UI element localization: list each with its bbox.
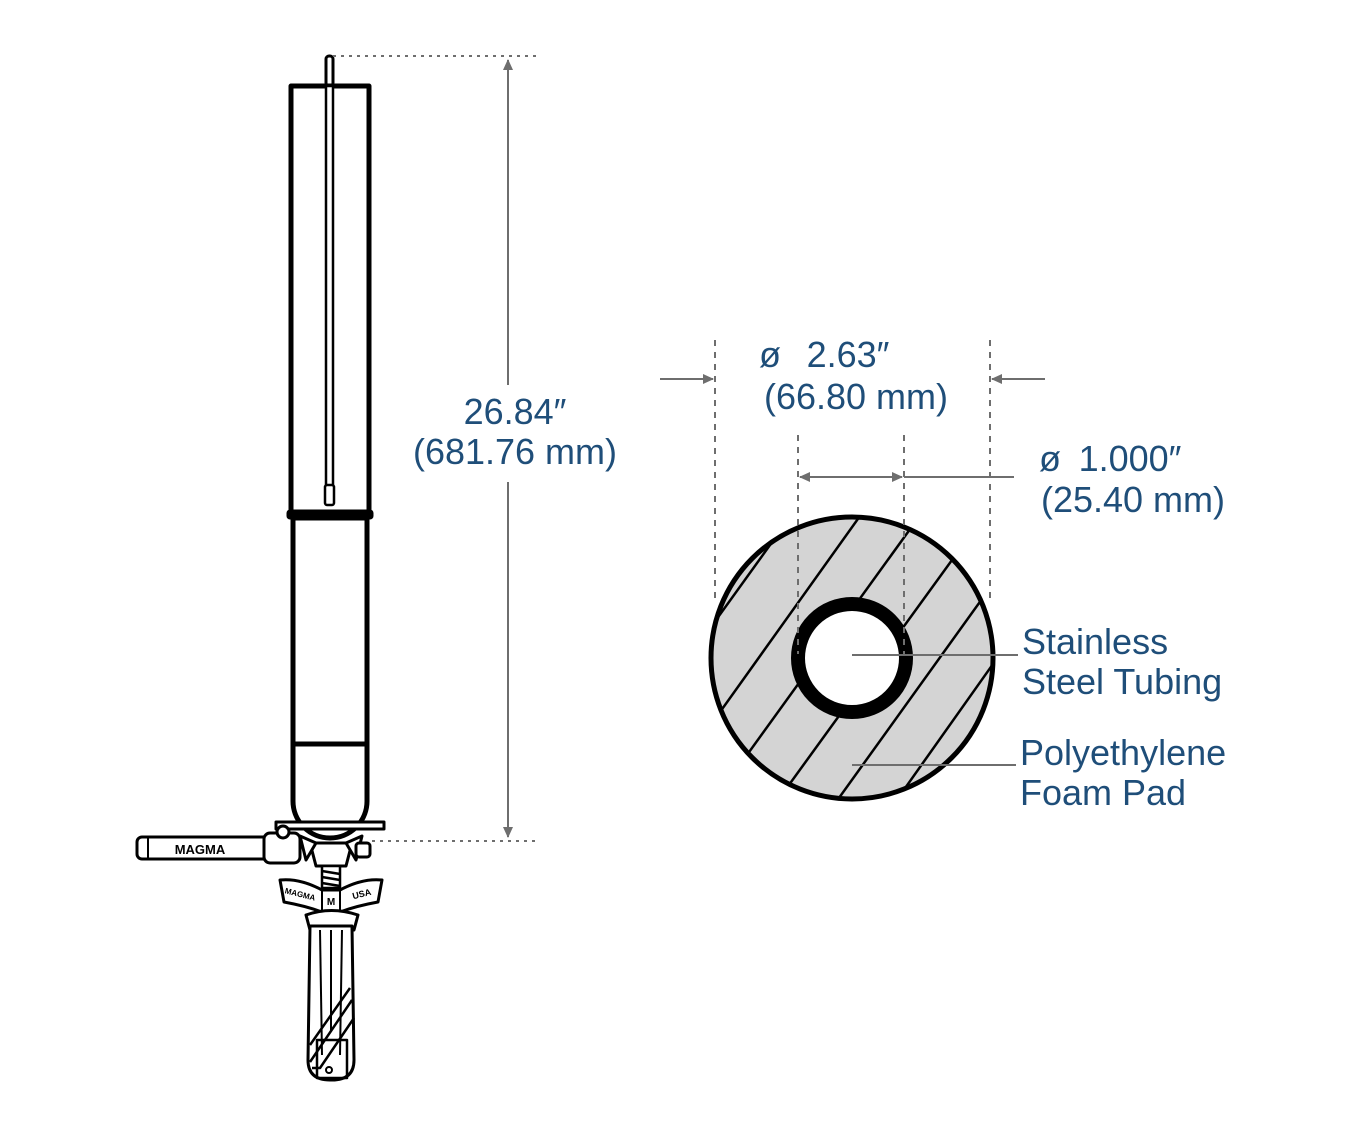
- lower-body: [290, 515, 370, 841]
- rod-side-view: MAGMA MAGMA M USA: [135, 54, 386, 1082]
- cross-section: [708, 514, 996, 802]
- internal-rod: [324, 84, 335, 493]
- top-pin: [324, 54, 335, 88]
- callout-tubing-line1: Stainless: [1022, 621, 1168, 662]
- outer-diameter-inches: 2.63″: [807, 334, 890, 375]
- knob-center-logo: M: [327, 897, 335, 908]
- height-dimension: 26.84″ (681.76 mm): [333, 55, 617, 842]
- inner-diameter-symbol: ø: [1039, 438, 1061, 479]
- outer-diameter-dimension: ø 2.63″ (66.80 mm): [660, 334, 1045, 600]
- outer-diameter-mm: (66.80 mm): [764, 376, 948, 417]
- callout-foam-line1: Polyethylene: [1020, 732, 1226, 773]
- threaded-stud: [320, 864, 342, 890]
- inner-diameter-mm: (25.40 mm): [1041, 479, 1225, 520]
- inner-diameter-dimension: ø 1.000″ (25.40 mm): [797, 435, 1225, 654]
- outer-diameter-symbol: ø: [759, 334, 781, 375]
- inner-diameter-inches: 1.000″: [1079, 438, 1182, 479]
- callout-tubing: Stainless Steel Tubing: [852, 621, 1222, 702]
- callout-foam-line2: Foam Pad: [1020, 772, 1186, 813]
- knob-right-logo: USA: [351, 887, 372, 901]
- handle-logo: MAGMA: [175, 842, 226, 857]
- callout-foam: Polyethylene Foam Pad: [852, 732, 1226, 813]
- height-inches: 26.84″: [464, 391, 567, 432]
- knob-wings: [278, 878, 384, 914]
- steel-tube: [791, 597, 913, 719]
- height-mm: (681.76 mm): [413, 431, 617, 472]
- callout-tubing-line2: Steel Tubing: [1022, 661, 1222, 702]
